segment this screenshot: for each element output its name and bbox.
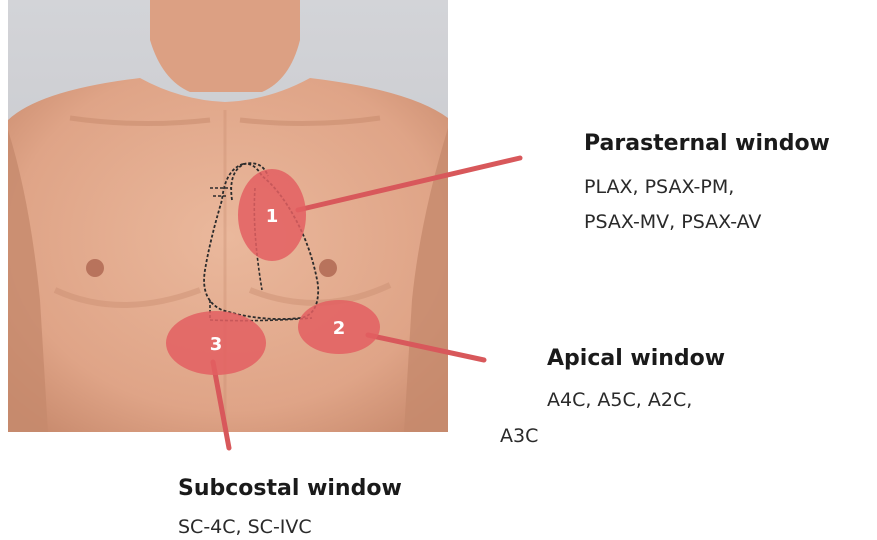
label-apical-views-line2: A3C: [500, 425, 538, 447]
label-parasternal-views-line2: PSAX-MV, PSAX-AV: [584, 211, 761, 233]
right-nipple: [319, 259, 337, 277]
label-subcostal-title: Subcostal window: [178, 476, 402, 501]
neck: [150, 0, 300, 92]
left-nipple: [86, 259, 104, 277]
label-subcostal-views-line1: SC-4C, SC-IVC: [178, 516, 312, 538]
label-parasternal-views-line1: PLAX, PSAX-PM,: [584, 176, 734, 198]
zone-subcostal: 3: [166, 311, 266, 375]
label-apical: Apical window A4C, A5C, A2C, A3C: [500, 346, 725, 447]
zone-apical: 2: [298, 300, 380, 354]
torso: [8, 78, 448, 432]
zone-subcostal-number: 3: [210, 334, 223, 355]
label-parasternal-title: Parasternal window: [584, 131, 830, 156]
label-subcostal: Subcostal window SC-4C, SC-IVC: [178, 476, 402, 538]
zone-apical-number: 2: [333, 318, 346, 339]
label-apical-title: Apical window: [547, 346, 725, 371]
label-parasternal: Parasternal window PLAX, PSAX-PM, PSAX-M…: [584, 131, 830, 233]
zone-parasternal: 1: [238, 169, 306, 261]
zone-parasternal-number: 1: [266, 206, 279, 227]
label-apical-views-line1: A4C, A5C, A2C,: [547, 389, 692, 411]
